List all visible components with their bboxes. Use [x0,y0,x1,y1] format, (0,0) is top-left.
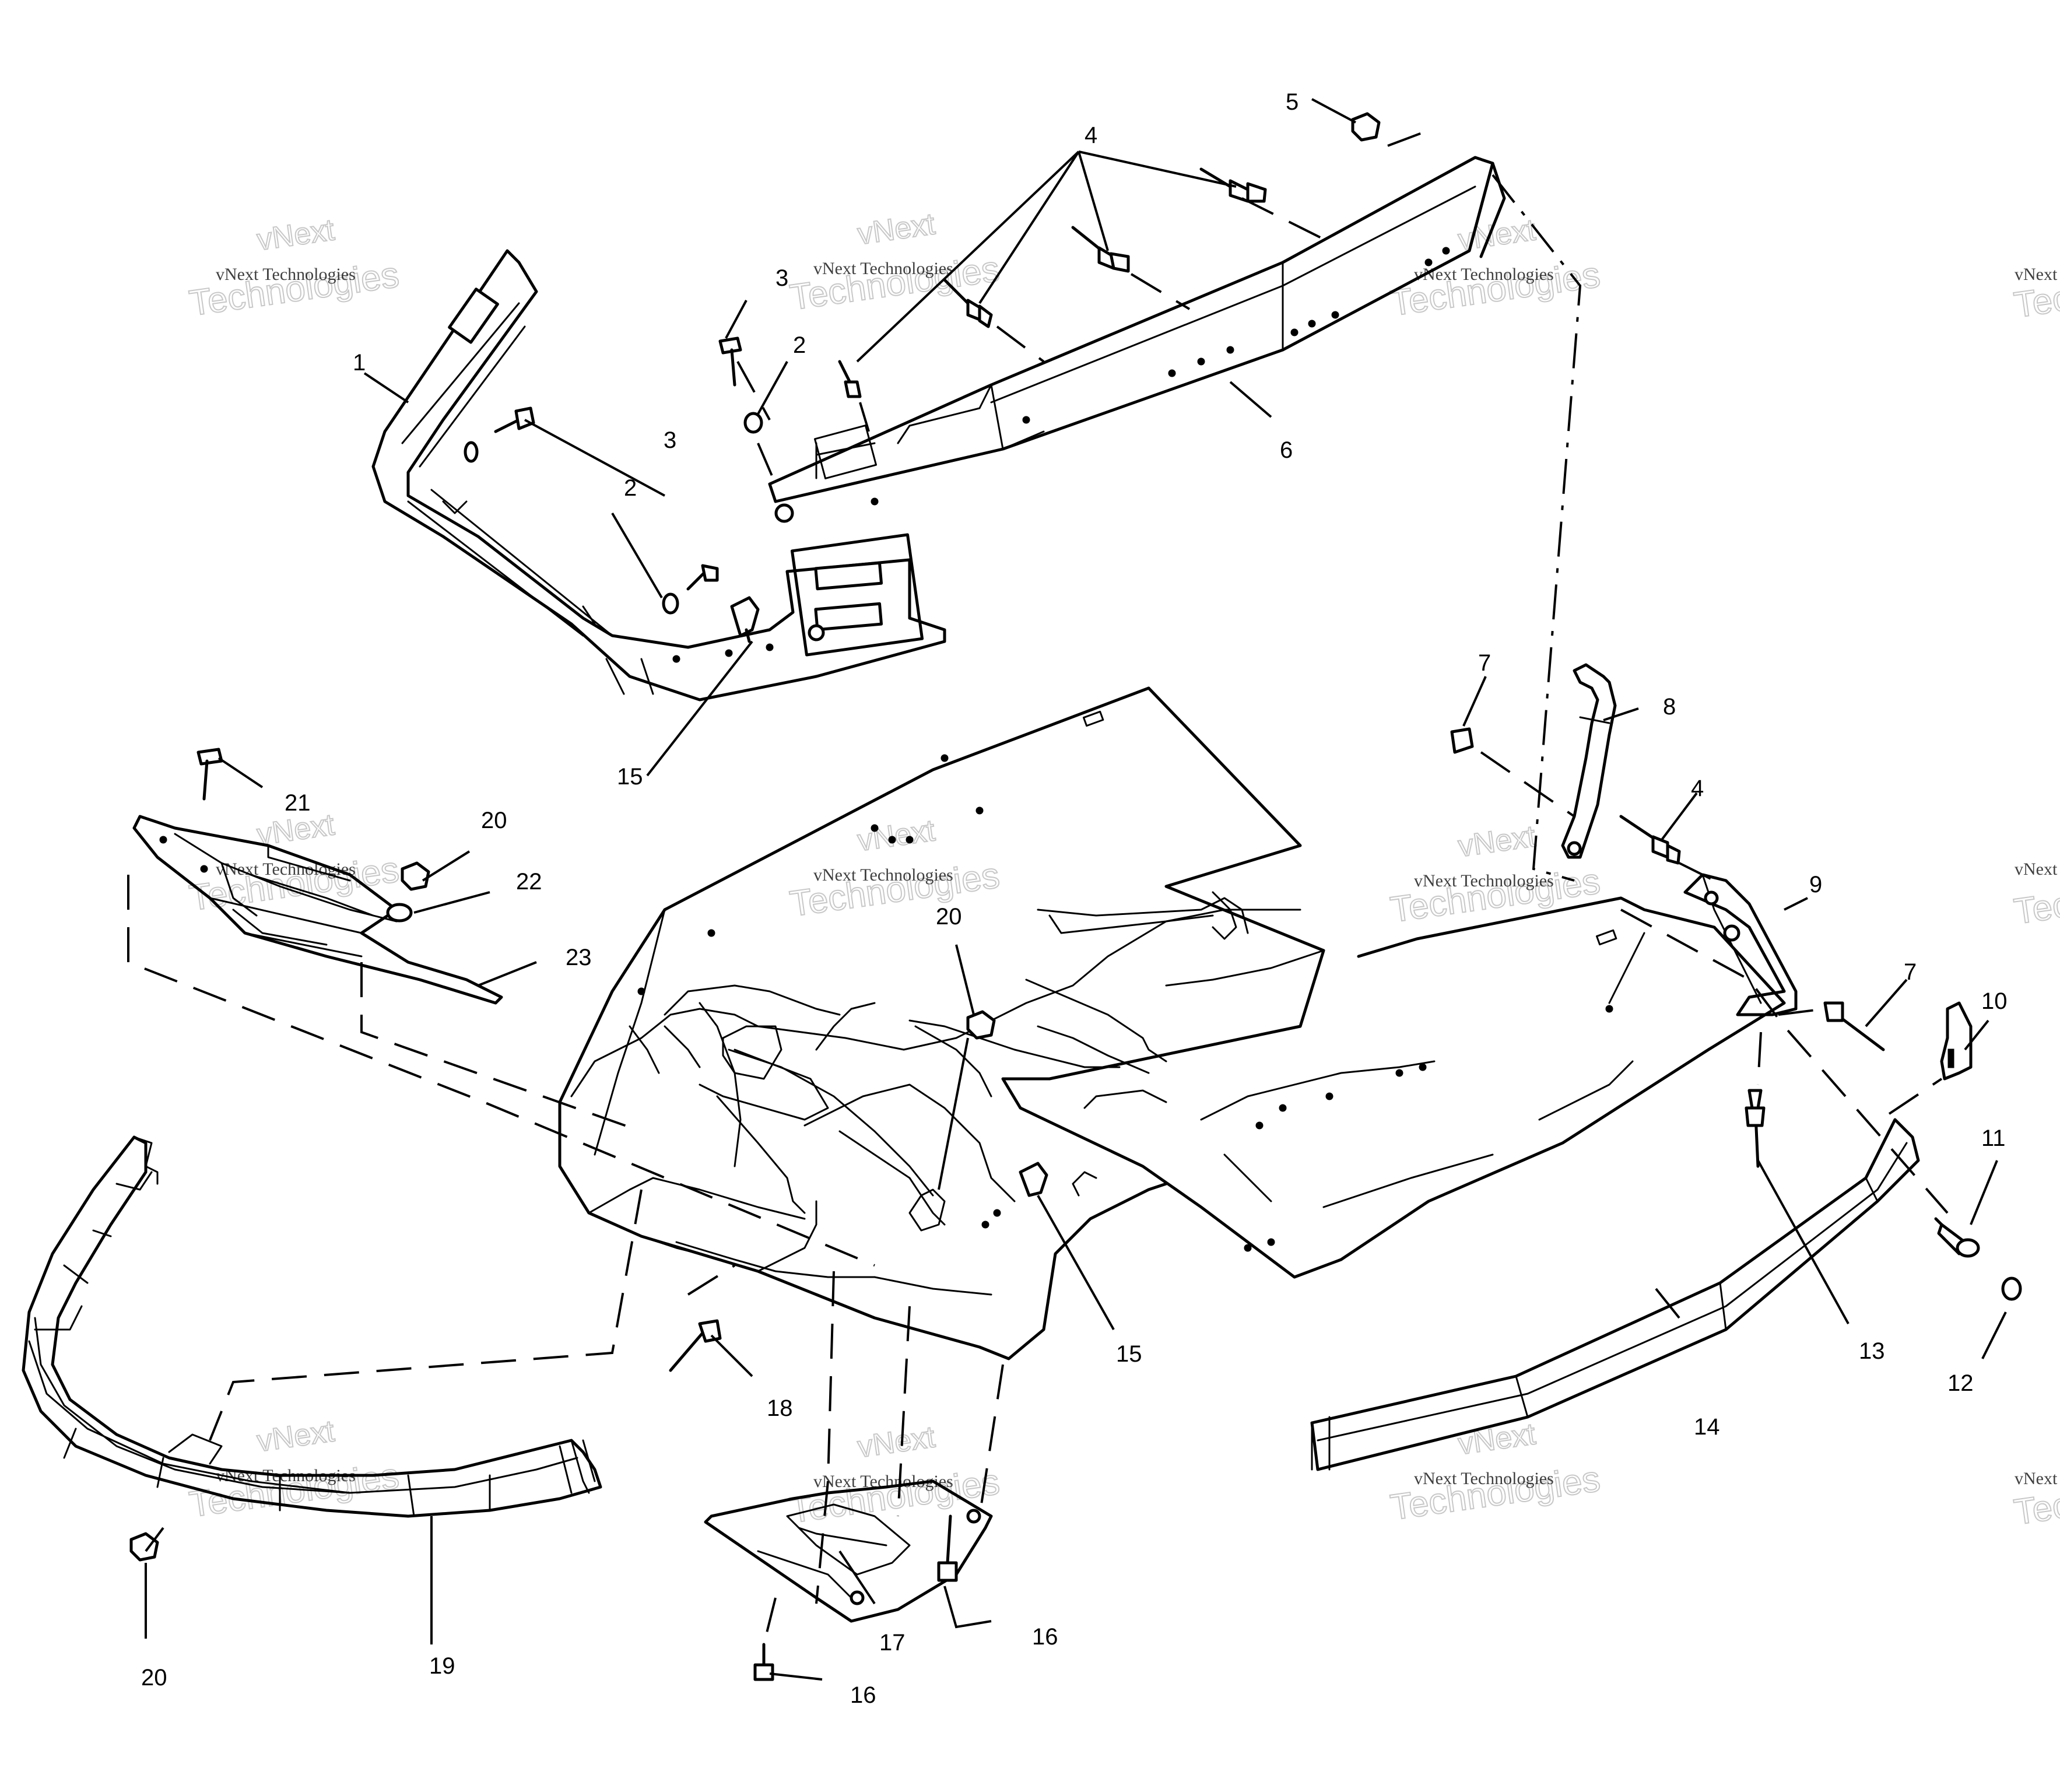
nut-part-20 [401,861,430,891]
nut-part-20 [966,1010,996,1040]
screw-part-21 [196,748,223,801]
callout-14: 14 [1694,1414,1720,1440]
watermark-vnext: vNext [255,213,336,257]
callout-12: 12 [1947,1370,1974,1396]
watermark-small: vNext Technologies [2015,860,2060,879]
washer-part-2 [743,412,763,434]
callout-16: 16 [850,1682,876,1708]
callout-18: 18 [767,1395,793,1421]
bolt-part-11 [1934,1217,1980,1258]
small-parts [1745,1001,2022,1301]
callout-3: 3 [775,265,788,291]
callout-1: 1 [353,350,366,376]
leader-lines [145,98,2007,1681]
strap-part [1561,663,1617,859]
callout-21: 21 [285,790,311,816]
callout-8: 8 [1663,694,1676,720]
callout-23: 23 [566,945,592,970]
watermark-vnext: vNext [1456,819,1538,864]
front-bracket-part [371,249,946,702]
bolt-part-16 [937,1514,958,1582]
rivet-part-13 [1745,1089,1766,1168]
callout-13: 13 [1859,1338,1885,1364]
screw-part-3 [718,336,742,387]
front-bumper-part [22,1135,602,1518]
callout-7: 7 [1478,650,1491,676]
callout-15: 15 [617,764,643,790]
callout-17: 17 [879,1630,906,1656]
right-bracket-part [1683,873,1798,1016]
callout-2: 2 [793,332,806,358]
ring-part-12 [2001,1277,2022,1301]
watermark-group: vNext Technologies vNext Technologies vN… [186,206,2060,1533]
screw-part-3 [494,406,535,433]
clip-part-10 [1940,1001,1973,1081]
bolt-part-4 [943,278,993,328]
callout-3: 3 [664,427,676,453]
callout-4: 4 [1691,776,1704,801]
nut-part-20 [129,1532,159,1562]
pin-part-7 [1823,1001,1885,1051]
callout-labels: 1 2 2 3 3 4 4 5 6 7 7 8 9 10 11 12 13 14… [141,89,2008,1708]
main-body-panel [558,686,1786,1360]
bolt-part-4 [838,360,862,398]
watermark-vnext: vNext [255,1414,336,1458]
assembly-lines [127,127,1949,1645]
clip-part-15 [1019,1162,1048,1197]
watermark-vnext: vNext [855,1420,937,1464]
watermark-small: vNext Technologies [216,265,356,284]
watermark-vnext: vNext [855,207,937,251]
callout-15: 15 [1116,1341,1142,1367]
watermark-small: vNext Technologies [2015,265,2060,284]
screw-part-3 [686,564,719,591]
callout-2: 2 [624,475,637,501]
callout-9: 9 [1809,872,1822,897]
pin-part-18 [669,1319,722,1372]
callout-5: 5 [1286,89,1299,115]
clip-part-15 [730,596,760,643]
callout-20: 20 [481,808,507,833]
washer-part-2 [662,592,679,615]
watermark-small: vNext Technologies [1414,871,1554,890]
watermark-small: vNext Technologies [1414,1469,1554,1488]
watermark-small: vNext Technologies [813,259,953,278]
bolt-part-16 [753,1643,774,1681]
callout-7: 7 [1904,959,1917,985]
bolt-part-4 [1619,815,1681,865]
pin-part-7 [1450,727,1474,754]
callout-11: 11 [1981,1125,2006,1151]
nut-part-5 [1351,112,1381,142]
washer-part-22 [386,903,413,923]
upper-rail-part [768,156,1506,523]
callout-20: 20 [141,1665,167,1691]
callout-20: 20 [936,904,962,930]
fasteners [129,112,1885,1681]
callout-4: 4 [1085,122,1097,148]
left-bracket-part [132,815,503,1005]
callout-16: 16 [1032,1624,1058,1650]
lower-right-rail-part [1310,1118,1920,1471]
watermark-small: vNext Technologies [813,865,953,885]
washer-part-2 [464,441,479,463]
bolt-part-4 [1071,226,1130,273]
callout-19: 19 [429,1653,455,1679]
callout-10: 10 [1981,988,2008,1014]
callout-6: 6 [1280,437,1293,463]
callout-22: 22 [516,869,542,895]
watermark-small: vNext Technologies [2015,1469,2060,1488]
watermark-vnext: vNext [855,813,937,858]
